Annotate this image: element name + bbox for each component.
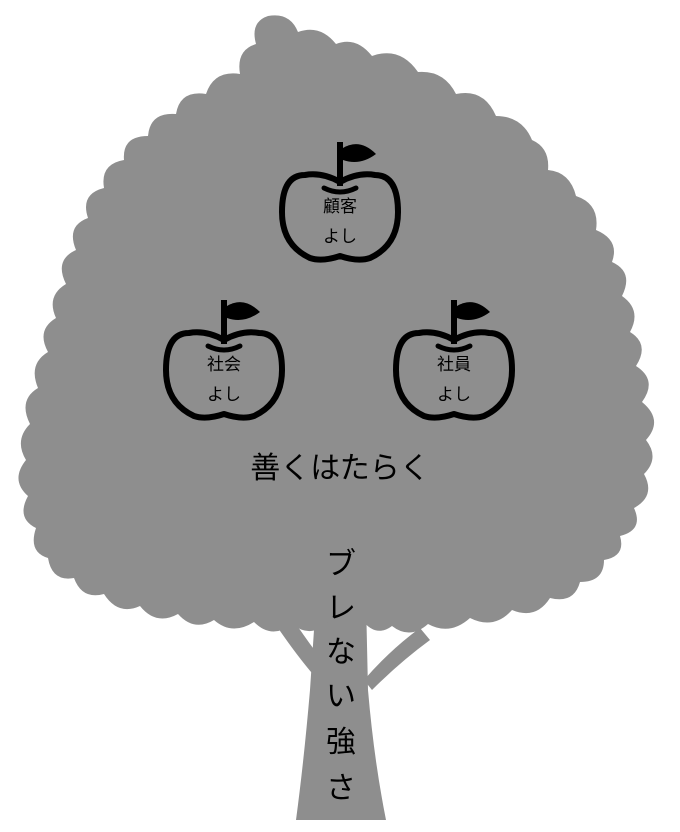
trunk-char: い xyxy=(326,679,356,714)
apple-customer: 顧客 よし xyxy=(282,142,398,260)
trunk-char: ブ xyxy=(326,547,356,582)
apple-society-label-line1: 社会 xyxy=(207,355,241,375)
apple-society: 社会 よし xyxy=(166,300,282,418)
apple-employee-label-line1: 社員 xyxy=(437,355,471,375)
trunk-char: さ xyxy=(326,771,356,806)
tree-trunk xyxy=(278,600,430,820)
apple-customer-label-line2: よし xyxy=(323,227,357,247)
trunk-char: な xyxy=(326,635,356,670)
apple-employee-label-line2: よし xyxy=(437,385,471,405)
apple-employee: 社員 よし xyxy=(396,300,512,418)
trunk-text: ブ レ な い 強 さ xyxy=(326,547,356,806)
trunk-char: 強 xyxy=(326,725,356,760)
tree-crown xyxy=(18,15,655,633)
apple-society-label-line2: よし xyxy=(207,385,241,405)
motto-text: 善くはたらく xyxy=(250,451,429,486)
trunk-char: レ xyxy=(326,591,356,626)
apple-customer-label-line1: 顧客 xyxy=(323,197,357,217)
